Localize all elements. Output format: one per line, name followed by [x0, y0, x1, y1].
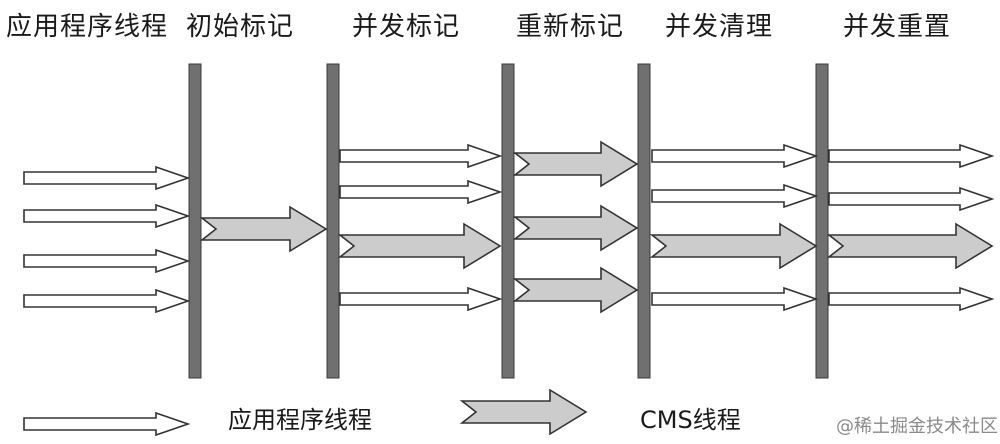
cms-thread-arrow-remark-2	[512, 204, 639, 252]
legend-cms-thread-arrow	[459, 388, 588, 436]
phase-barrier-1	[188, 63, 202, 379]
cms-thread-arrow-concurrent-sweep	[649, 222, 818, 270]
app-thread-arrow-col2-2	[339, 179, 503, 205]
legend-app-thread-label: 应用程序线程	[228, 406, 372, 434]
cms-thread-arrow-concurrent-reset	[826, 222, 994, 270]
phase-barrier-3	[501, 63, 515, 379]
phase-label-concurrent-mark: 并发标记	[352, 12, 461, 42]
phase-barrier-5	[815, 63, 829, 379]
app-thread-arrow-col4-1	[651, 143, 819, 169]
phase-label-concurrent-reset: 并发重置	[843, 12, 952, 42]
app-thread-arrow-col2-3	[339, 286, 503, 312]
app-thread-arrow-col0-4	[23, 288, 191, 314]
watermark: @稀土掘金技术社区	[836, 416, 998, 437]
app-thread-arrow-col5-3	[828, 286, 995, 312]
phase-label-concurrent-sweep: 并发清理	[665, 12, 774, 42]
app-thread-arrow-col5-2	[828, 186, 995, 212]
phase-label-initial-mark: 初始标记	[186, 12, 295, 42]
cms-thread-arrow-remark-3	[512, 266, 639, 314]
app-thread-arrow-col0-1	[23, 165, 191, 191]
app-thread-arrow-col4-2	[651, 183, 819, 209]
app-thread-arrow-col0-3	[23, 248, 191, 274]
phase-label-app-threads: 应用程序线程	[6, 12, 169, 42]
cms-thread-arrow-concurrent-mark	[337, 222, 502, 270]
app-thread-arrow-col4-3	[651, 286, 819, 312]
phase-barrier-4	[637, 63, 651, 379]
cms-thread-arrow-initial-mark	[199, 205, 328, 253]
phase-label-remark: 重新标记	[516, 12, 625, 42]
legend-app-thread-arrow	[23, 411, 191, 437]
cms-thread-arrow-remark-1	[512, 140, 639, 188]
app-thread-arrow-col5-1	[828, 143, 995, 169]
app-thread-arrow-col0-2	[23, 203, 191, 229]
phase-barrier-2	[326, 63, 340, 379]
app-thread-arrow-col2-1	[339, 143, 503, 169]
legend-cms-thread-label: CMS线程	[640, 406, 741, 434]
